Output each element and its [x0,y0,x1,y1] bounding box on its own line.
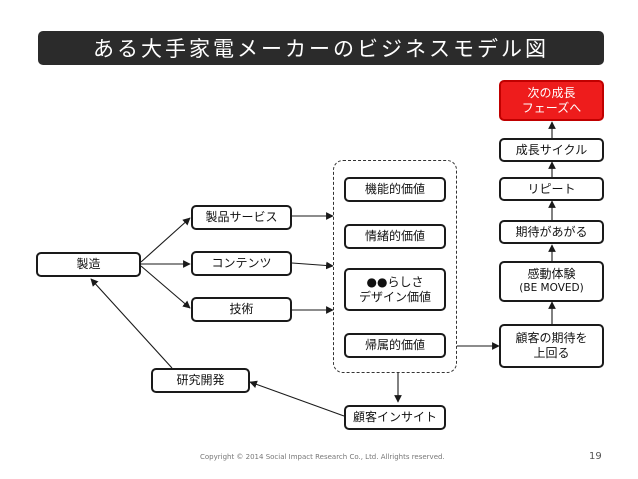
node-brand-design-value: ●●らしさ デザイン価値 [344,268,446,311]
node-manufacturing: 製造 [36,252,141,277]
copyright-text: Copyright © 2014 Social Impact Research … [200,453,445,461]
page-title: ある大手家電メーカーのビジネスモデル図 [38,31,604,65]
node-customer-insight: 顧客インサイト [344,405,446,430]
node-exceed-expectations: 顧客の期待を 上回る [499,324,604,368]
next-phase-line1: 次の成長 [527,85,576,100]
be-moved-line1: 感動体験 [527,267,576,282]
node-belonging-value: 帰属的価値 [344,333,446,358]
node-products-services: 製品サービス [191,205,292,230]
next-phase-line2: フェーズへ [521,100,582,115]
node-next-phase: 次の成長 フェーズへ [499,80,604,121]
node-repeat: リピート [499,177,604,201]
arrow-contents-to-values [291,261,334,270]
arrow-manufacturing-to-products [140,217,191,263]
page-number: 19 [589,451,602,462]
arrow-manufacturing-to-technology [140,265,191,309]
be-moved-line2: (BE MOVED) [519,282,584,295]
node-rnd: 研究開発 [151,368,250,393]
node-technology: 技術 [191,297,292,322]
brand-value-line1: ●●らしさ [366,274,424,289]
node-be-moved: 感動体験 (BE MOVED) [499,261,604,302]
arrow-rnd-to-manufacturing [90,278,173,369]
node-emotional-value: 情緒的価値 [344,224,446,249]
brand-value-line2: デザイン価値 [358,289,431,304]
node-functional-value: 機能的価値 [344,177,446,202]
node-growth-cycle: 成長サイクル [499,138,604,162]
exceed-line1: 顧客の期待を [515,331,588,345]
node-expectations-rise: 期待があがる [499,220,604,244]
exceed-line2: 上回る [533,346,570,360]
node-contents: コンテンツ [191,251,292,276]
arrow-insight-to-rnd [249,380,345,417]
